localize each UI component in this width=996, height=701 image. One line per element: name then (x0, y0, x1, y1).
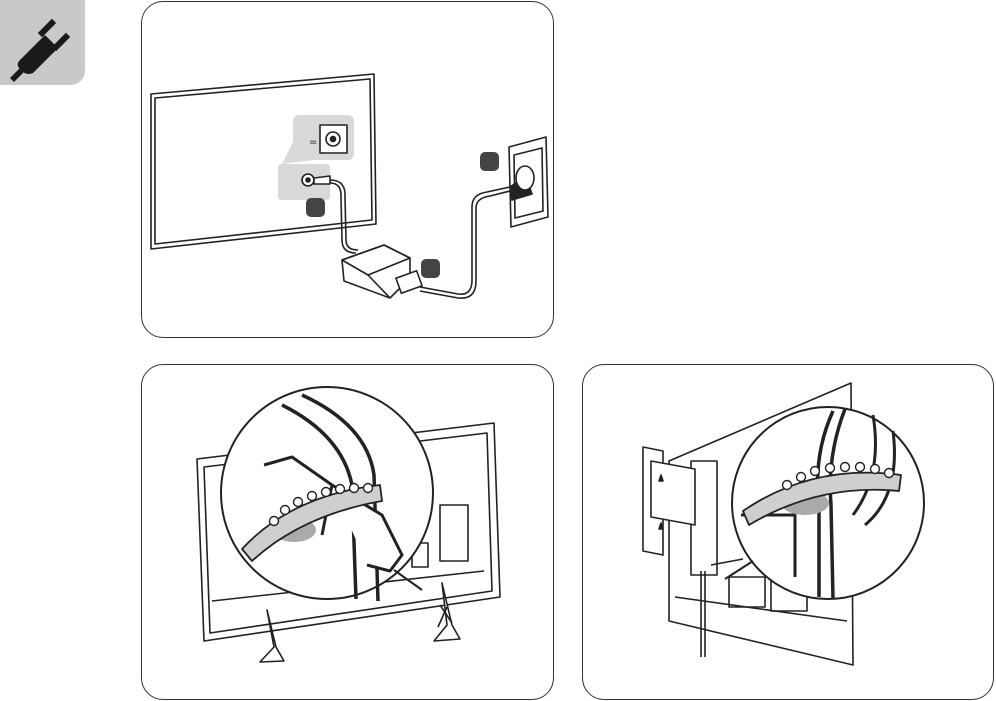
wall-mount-cable-holder-icon (583, 365, 994, 700)
svg-text:=: = (309, 137, 317, 148)
step-marker-2 (480, 152, 499, 171)
stand-cable-holder-icon (142, 365, 554, 700)
power-plug-icon (0, 0, 85, 85)
wall-mount-cable-tie-panel (582, 364, 994, 700)
step-marker-3 (421, 259, 440, 278)
power-badge (0, 0, 85, 85)
stand-cable-tie-panel (141, 364, 554, 700)
step-marker-1 (306, 198, 325, 217)
connect-power-panel: = (141, 1, 554, 338)
tv-adapter-wall-outlet-icon: = (142, 2, 554, 338)
